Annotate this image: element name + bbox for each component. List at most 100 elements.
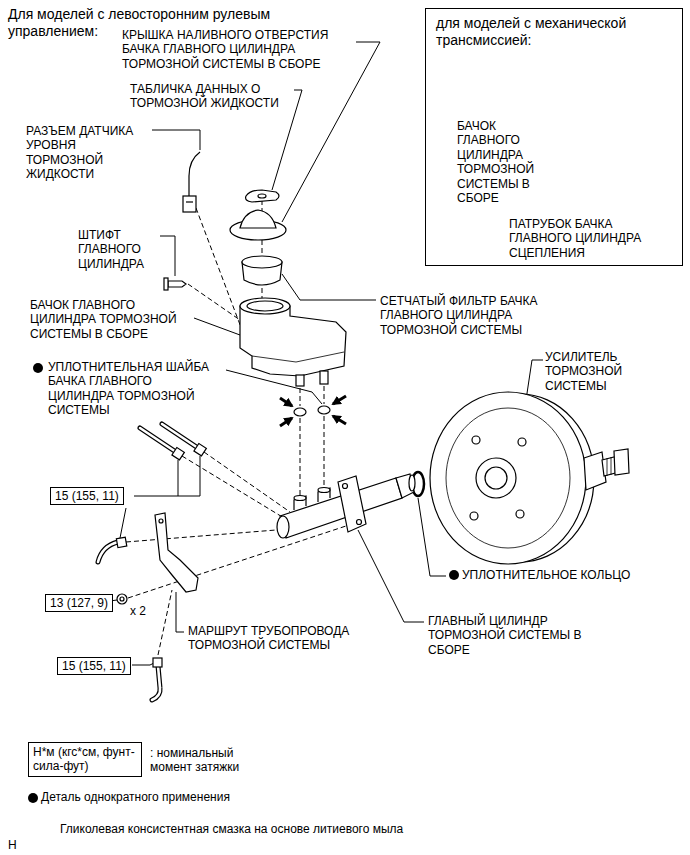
assembly-dashed-line [182, 456, 284, 518]
part-label: БАЧОК ГЛАВНОГО ЦИЛИНДРА ТОРМОЗНОЙ СИСТЕМ… [457, 119, 543, 205]
brake-tube [152, 666, 160, 700]
torque-box: 15 (155, 11) [57, 657, 131, 675]
brake-booster [614, 449, 629, 475]
brake-booster [584, 452, 606, 490]
brake-booster [430, 392, 629, 564]
master-cylinder [294, 496, 306, 510]
reservoir-assembly [240, 306, 346, 376]
leader-line [120, 508, 126, 538]
pointer-arrow [280, 398, 292, 406]
reservoir-grommet [294, 406, 330, 416]
reservoir-grommet [294, 408, 306, 416]
part-label: МАРШРУТ ТРУБОПРОВОДА ТОРМОЗНОЙ СИСТЕМЫ [188, 624, 368, 653]
flare-nut [172, 447, 184, 459]
page-mark: H [8, 838, 28, 852]
brake-booster [476, 458, 516, 498]
leader-line [176, 592, 184, 632]
master-cylinder [318, 488, 330, 502]
information-plate [258, 194, 266, 198]
assembly-dashed-line [300, 388, 301, 406]
legend-entry: Деталь однократного применения [28, 790, 328, 804]
part-label: УСИЛИТЕЛЬ ТОРМОЗНОЙ СИСТЕМЫ [545, 350, 640, 393]
leader-line [132, 662, 156, 665]
master-cylinder [338, 476, 366, 532]
master-cylinder [396, 474, 414, 498]
assembly-dashed-line [324, 386, 325, 404]
master-cylinder-pin [164, 278, 168, 290]
mounting-nut [117, 594, 127, 604]
inset-heading: для моделей с механической трансмиссией: [436, 15, 676, 49]
part-label: ШТИФТ ГЛАВНОГО ЦИЛИНДРА [78, 228, 158, 271]
assembly-dashed-line [158, 590, 172, 655]
master-cylinder [277, 474, 415, 538]
brake-tube [98, 542, 118, 562]
part-label: РАЗЪЕМ ДАТЧИКА УРОВНЯ ТОРМОЗНОЙ ЖИДКОСТИ [26, 124, 148, 182]
leader-line [282, 274, 376, 300]
part-label: УПЛОТНИТЕЛЬНАЯ ШАЙБА БАЧКА ГЛАВНОГО ЦИЛИ… [48, 360, 220, 418]
brake-booster [446, 408, 570, 548]
pointer-arrow [333, 416, 346, 424]
leader-line [226, 370, 322, 404]
reservoir-assembly [252, 352, 344, 362]
brake-booster [430, 392, 586, 564]
assembly-dashed-line [262, 240, 263, 256]
assembly-dashed-line [126, 200, 412, 655]
torque-value: 15 (155, 11) [62, 659, 126, 673]
flare-nut [116, 537, 126, 547]
legend-text: : номинальный момент затяжки [150, 746, 262, 775]
information-plate [246, 190, 279, 202]
assembly-dashed-line [300, 418, 301, 500]
master-cylinder-pin [168, 281, 186, 287]
leader-line [178, 456, 200, 496]
master-cylinder [277, 516, 289, 538]
brake-booster [472, 436, 480, 444]
legend-swatch [28, 793, 38, 803]
master-cylinder [343, 484, 348, 489]
brake-booster [470, 512, 478, 520]
single-use-dot [33, 363, 43, 373]
master-cylinder [318, 488, 330, 493]
brake-booster [516, 510, 524, 518]
pointer-arrow [280, 418, 292, 426]
leader-line [358, 530, 424, 622]
tube-bracket [155, 513, 198, 592]
torque-box: 13 (127, 9) [45, 594, 113, 612]
torque-value: 13 (127, 9) [50, 596, 108, 610]
master-cylinder [294, 496, 306, 501]
brake-tube [152, 666, 160, 700]
level-sensor-connector [189, 152, 200, 196]
information-plate [246, 190, 279, 202]
part-label: КРЫШКА НАЛИВНОГО ОТВЕРСТИЯ БАЧКА ГЛАВНОГ… [122, 28, 352, 71]
level-sensor-connector [183, 152, 200, 212]
legend-torque-box: Н*м (кгс*см, фунт-сила-фут) [28, 742, 142, 777]
assembly-dashed-line [204, 452, 290, 512]
leader-line [160, 236, 175, 276]
reservoir-assembly [240, 298, 290, 314]
leader-line [194, 318, 240, 335]
brake-tube [162, 424, 198, 448]
single-use-dot [449, 570, 459, 580]
part-label: Гликолевая консистентная смазка на основ… [60, 822, 580, 836]
legend-text: Деталь однократного применения [41, 790, 230, 804]
mounting-nut [120, 597, 124, 601]
brake-booster [607, 457, 611, 476]
master-cylinder [409, 475, 415, 491]
level-sensor-connector [183, 196, 196, 212]
assembly-dashed-line [262, 288, 263, 298]
reservoir-assembly [320, 371, 328, 384]
torque-value: 15 (155, 11) [55, 489, 119, 503]
brake-tube [98, 542, 118, 562]
leader-line [134, 460, 178, 496]
part-label: БАЧОК ГЛАВНОГО ЦИЛИНДРА ТОРМОЗНОЙ СИСТЕМ… [30, 298, 190, 341]
torque-value: Н*м (кгс*см, фунт-сила-фут) [33, 745, 137, 774]
brake-tube [162, 424, 198, 448]
reservoir-cap [230, 210, 286, 240]
reservoir-assembly [247, 301, 283, 311]
mounting-nut [117, 594, 127, 604]
reservoir-grommet [318, 406, 330, 414]
quantity-label: x 2 [130, 604, 170, 618]
leader-line [152, 130, 200, 150]
assembly-dashed-line [324, 416, 325, 492]
pointer-arrow [280, 396, 346, 426]
